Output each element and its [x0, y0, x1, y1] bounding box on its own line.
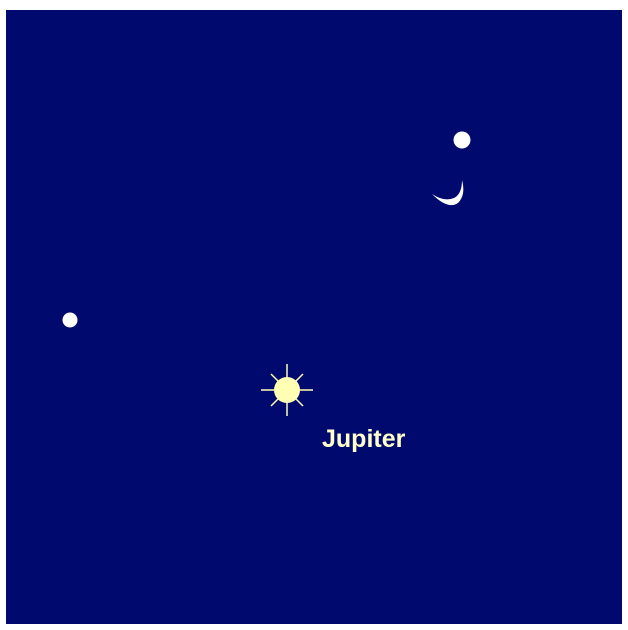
sky-chart: Jupiter: [6, 10, 622, 624]
star-left: [63, 313, 78, 328]
jupiter-label: Jupiter: [322, 425, 406, 453]
night-sky-background: [6, 10, 622, 624]
sky-canvas: Jupiter: [6, 10, 622, 624]
star-dot-icon: [63, 313, 78, 328]
star-upper-right: [454, 132, 471, 149]
star-dot-icon: [454, 132, 471, 149]
